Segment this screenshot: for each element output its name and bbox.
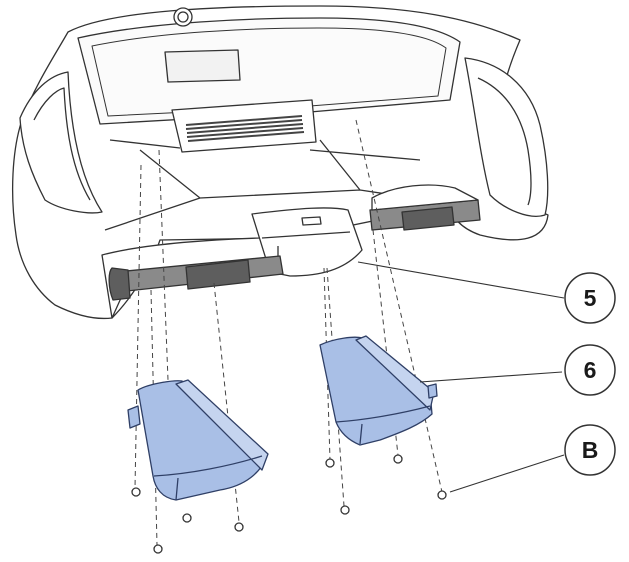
screw-2 <box>182 513 192 523</box>
callout-B: B <box>564 424 616 476</box>
tray-right-rim <box>335 405 431 445</box>
leader-lines <box>357 261 565 493</box>
leader-5 <box>357 261 565 299</box>
display-panel-inner <box>91 27 447 117</box>
tray-right-tab <box>427 383 438 399</box>
screen-window <box>164 49 241 83</box>
left-wing <box>19 71 103 214</box>
grip-left <box>185 259 251 290</box>
bar-end-left <box>108 267 131 301</box>
right-wing-inner <box>477 77 532 206</box>
accessory-tray <box>127 335 438 501</box>
vent-grille <box>185 115 305 142</box>
callout-6-circle <box>564 344 616 396</box>
tray-left-tab <box>127 405 141 429</box>
top-knob-inner <box>177 11 189 23</box>
screw-4 <box>153 544 163 554</box>
tray-left-side <box>175 379 269 471</box>
callout-B-label: B <box>582 437 599 463</box>
tray-left-body <box>137 380 267 501</box>
display-panel <box>77 17 461 125</box>
callout-B-circle <box>564 424 616 476</box>
leader-B <box>449 454 565 493</box>
callout-6-label: 6 <box>584 357 597 383</box>
right-wing <box>464 57 549 217</box>
callout-5-label: 5 <box>584 285 597 311</box>
screw <box>131 454 447 554</box>
front-right-hood <box>371 184 479 211</box>
callout-5-circle <box>564 272 616 324</box>
tray-left-rim <box>153 455 263 501</box>
screw-7 <box>340 505 350 515</box>
console-assembly <box>11 5 549 320</box>
tray-right-body <box>319 336 433 446</box>
tray-right <box>319 335 438 446</box>
screw-3 <box>234 522 244 532</box>
callout-6: 6 <box>564 344 616 396</box>
leader-6 <box>419 371 563 383</box>
grip-right <box>401 206 455 231</box>
screw-1 <box>131 487 141 497</box>
bottom-cover-slot <box>301 216 322 226</box>
screw-6 <box>393 454 403 464</box>
screw-8 <box>437 490 447 500</box>
screw-5 <box>325 458 335 468</box>
tray-left <box>127 379 269 501</box>
callout-5: 5 <box>564 272 616 324</box>
left-wing-inner <box>33 87 91 201</box>
inner-frame <box>104 139 441 231</box>
